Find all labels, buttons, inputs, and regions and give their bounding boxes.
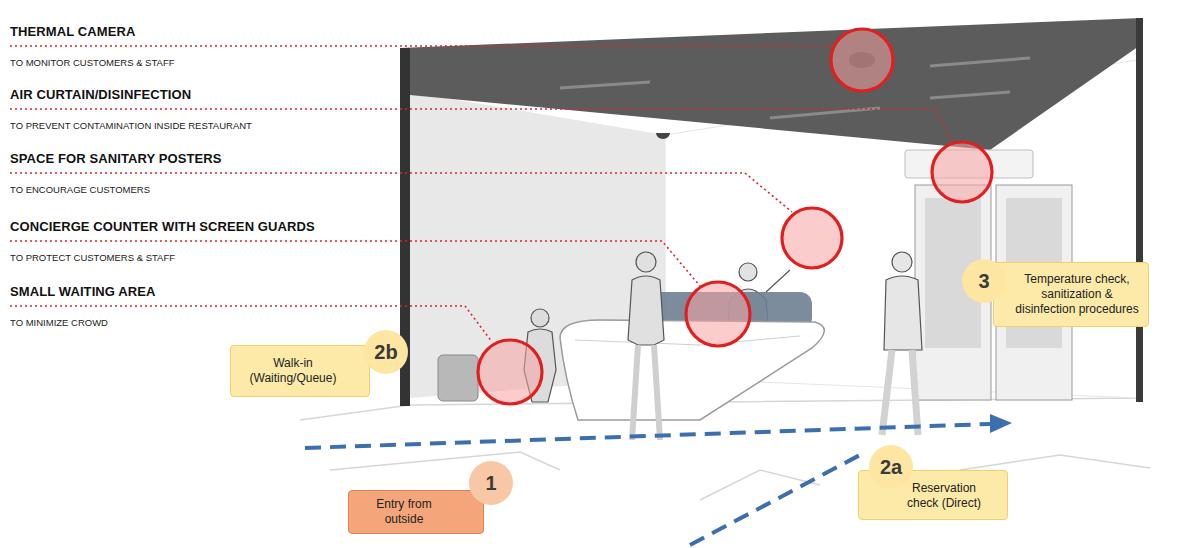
ceiling	[400, 18, 1142, 150]
step-box: 2aReservation check (Direct)	[858, 470, 1008, 520]
callout-title: SPACE FOR SANITARY POSTERS	[10, 151, 222, 166]
step-box: 2bWalk-in (Waiting/Queue)	[230, 345, 370, 397]
walking-person	[628, 252, 664, 440]
callout-title: THERMAL CAMERA	[10, 24, 135, 39]
floor-lines	[300, 398, 1150, 500]
small-camera	[656, 133, 670, 139]
step-number: 3	[962, 259, 1006, 303]
counter-edge	[575, 336, 800, 345]
step-box: 1Entry from outside	[348, 490, 484, 534]
right-post	[1136, 18, 1143, 402]
callout-note: TO MINIMIZE CROWD	[10, 317, 108, 328]
flow-path	[305, 424, 990, 545]
entering-person	[882, 252, 922, 435]
callout-note: TO MONITOR CUSTOMERS & STAFF	[10, 57, 175, 68]
callout-note: TO PROTECT CUSTOMERS & STAFF	[10, 252, 175, 263]
callout-note: TO ENCOURAGE CUSTOMERS	[10, 184, 150, 195]
step-text: Walk-in (Waiting/Queue)	[241, 356, 345, 386]
flow-arrowhead	[990, 414, 1012, 433]
callout-title: CONCIERGE COUNTER WITH SCREEN GUARDS	[10, 219, 315, 234]
step-number: 2b	[364, 330, 408, 374]
callout-title: SMALL WAITING AREA	[10, 284, 156, 299]
step-text: Entry from outside	[359, 497, 449, 527]
callout-note: TO PREVENT CONTAMINATION INSIDE RESTAURA…	[10, 120, 252, 131]
waste-bin	[438, 355, 478, 401]
step-text: Reservation check (Direct)	[899, 481, 989, 511]
step-number: 2a	[869, 445, 913, 489]
leader-lines	[10, 46, 952, 342]
callout-title: AIR CURTAIN/DISINFECTION	[10, 87, 191, 102]
step-number: 1	[469, 461, 513, 505]
step-box: 3Temperature check, sanitization & disin…	[993, 262, 1149, 327]
step-text: Temperature check, sanitization & disinf…	[1014, 272, 1140, 317]
highlight-circles	[478, 29, 992, 404]
